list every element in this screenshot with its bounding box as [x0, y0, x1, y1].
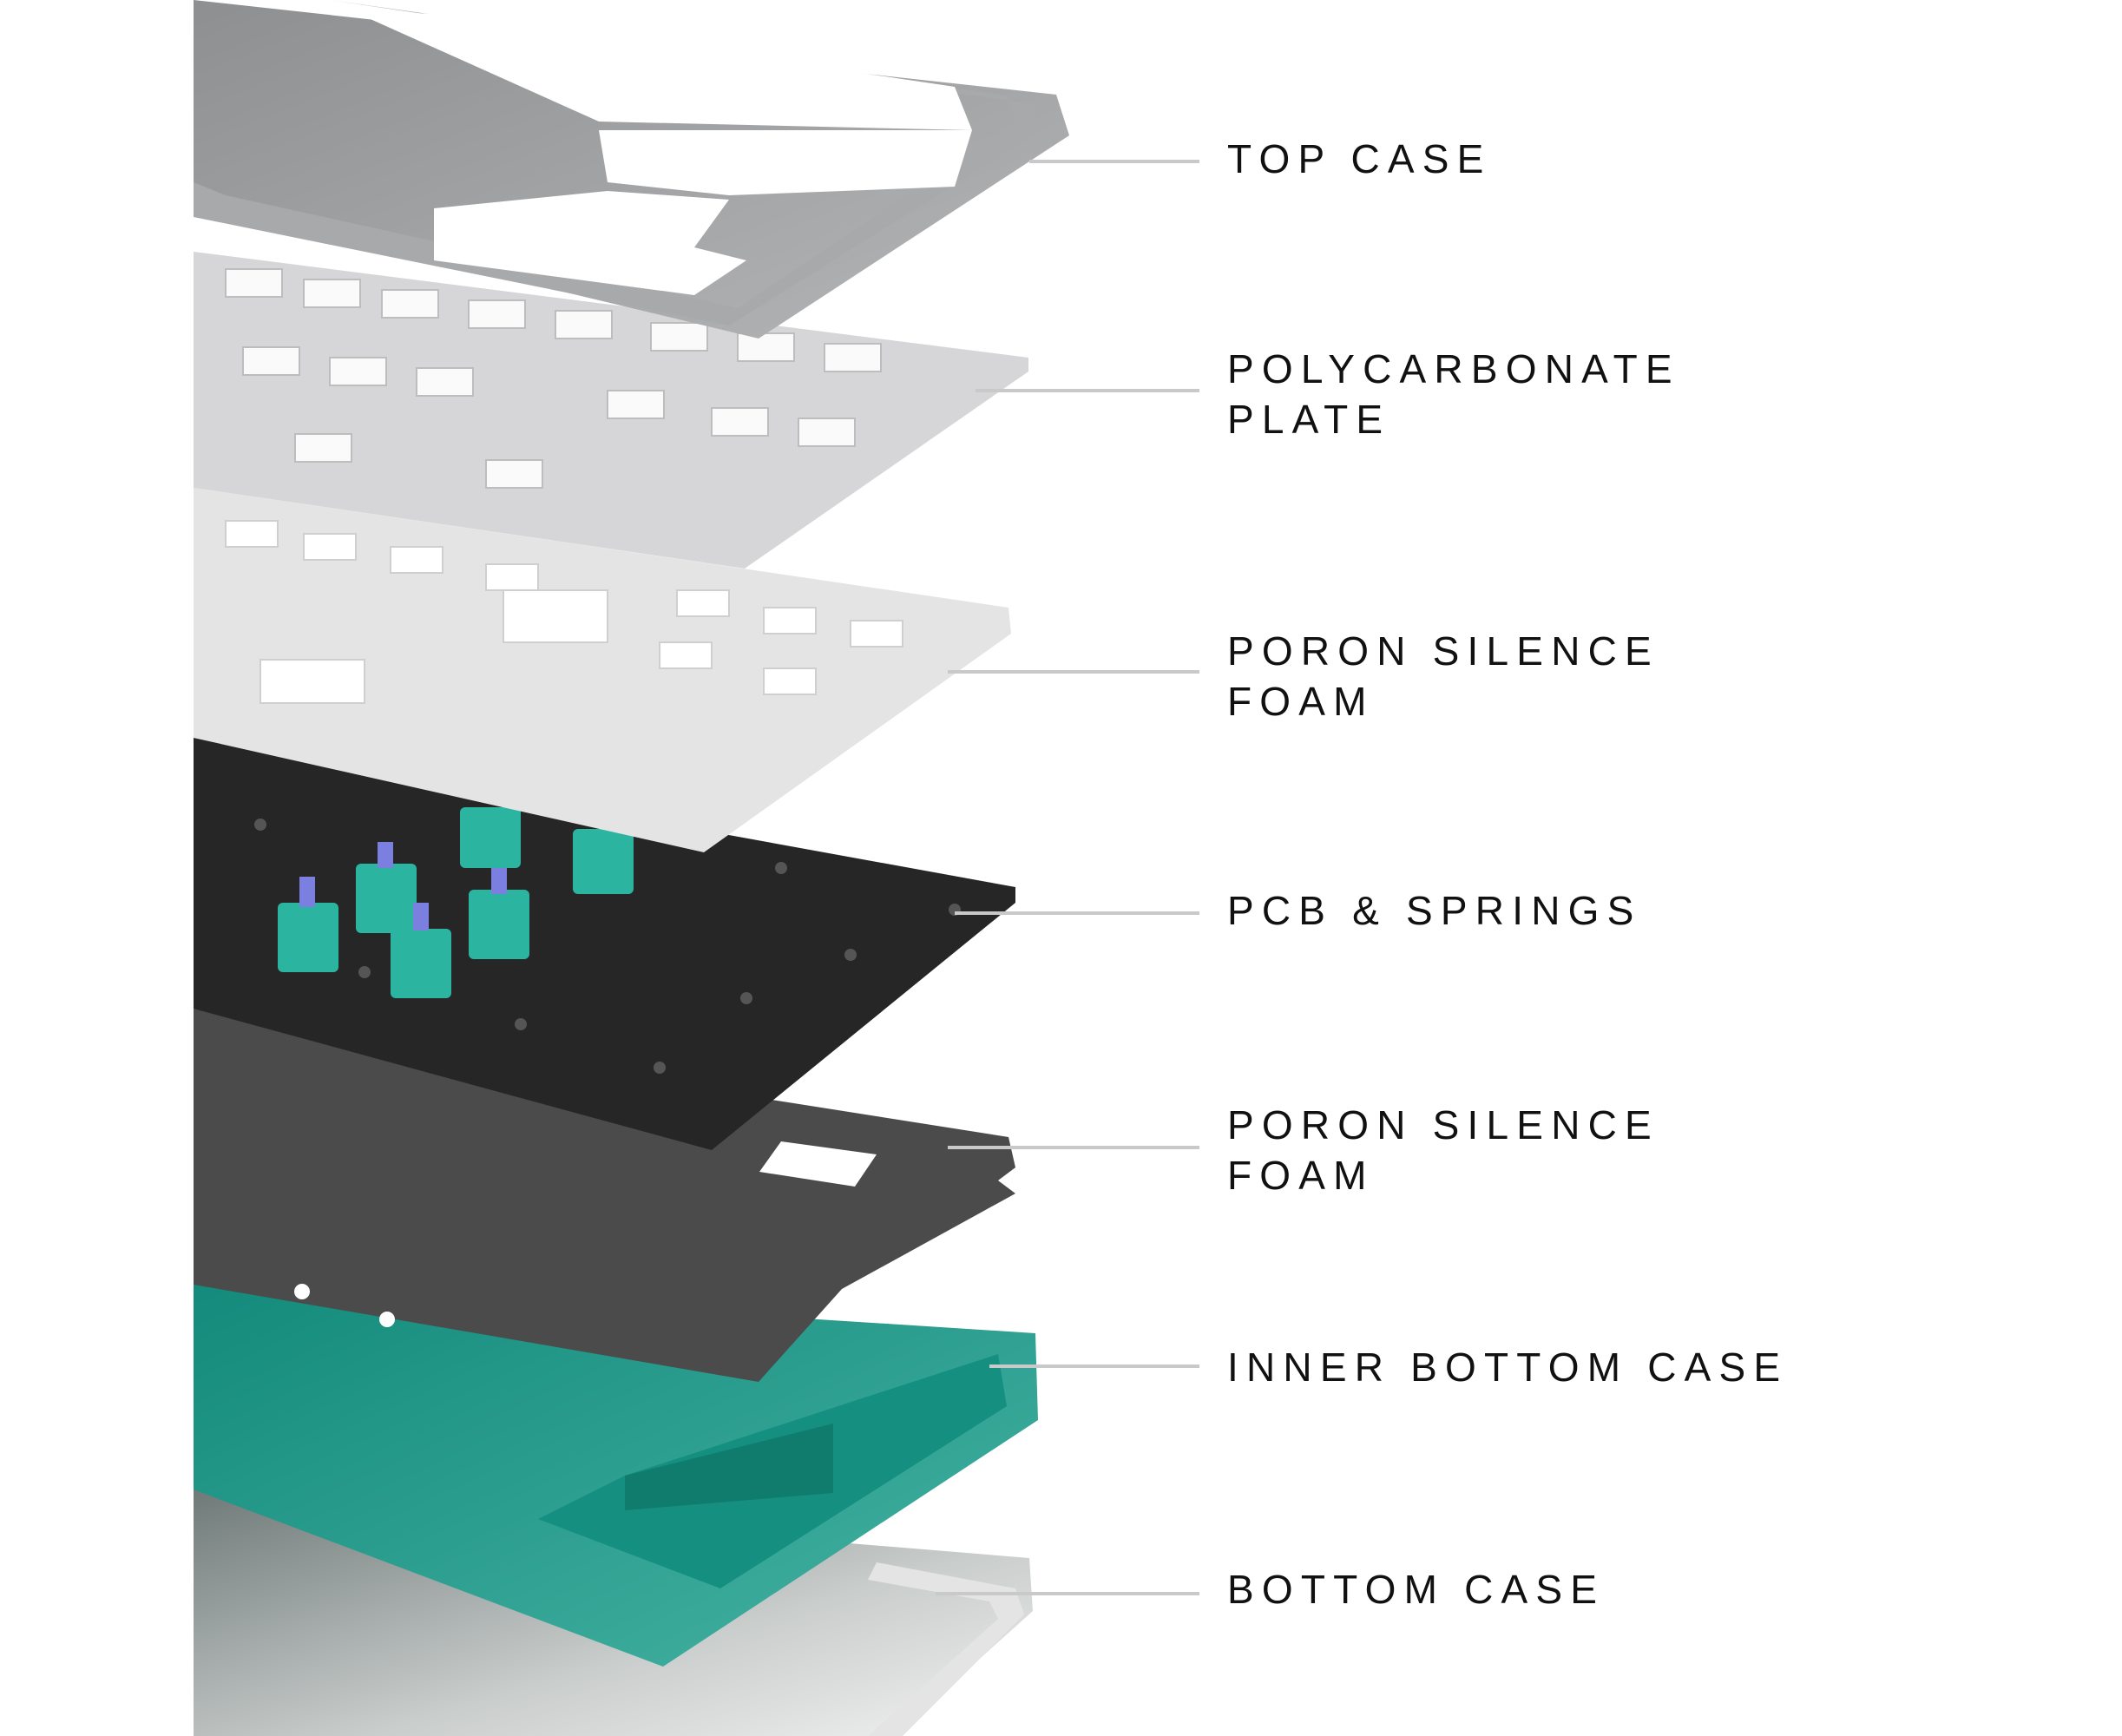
leader-line-poron-foam-lower: [948, 1146, 1199, 1149]
label-poron-foam-upper: PORON SILENCE FOAM: [1227, 626, 1659, 727]
label-line: POLYCARBONATE: [1227, 346, 1680, 391]
switches: [278, 807, 634, 998]
label-line: PCB & SPRINGS: [1227, 888, 1642, 933]
label-top-case: TOP CASE: [1227, 134, 1492, 184]
label-polycarbonate-plate: POLYCARBONATE PLATE: [1227, 344, 1680, 444]
leader-line-inner-bottom-case: [989, 1364, 1199, 1368]
layer-pcb: [194, 738, 1015, 1150]
layer-poron-foam-lower: [194, 1009, 1015, 1382]
label-line: FOAM: [1227, 1153, 1375, 1198]
label-inner-bottom-case: INNER BOTTOM CASE: [1227, 1342, 1788, 1392]
label-line: PORON SILENCE: [1227, 1102, 1659, 1147]
layer-inner-bottom-case: [194, 1279, 1038, 1667]
leader-line-poron-foam-upper: [948, 670, 1199, 674]
label-line: BOTTOM CASE: [1227, 1567, 1606, 1612]
layer-polycarbonate-plate: [194, 252, 1028, 569]
label-line: PORON SILENCE: [1227, 628, 1659, 674]
label-line: PLATE: [1227, 397, 1391, 442]
label-line: TOP CASE: [1227, 136, 1492, 181]
label-line: INNER BOTTOM CASE: [1227, 1345, 1789, 1390]
leader-line-polycarbonate-plate: [976, 389, 1199, 392]
layer-top-case: [194, 0, 1069, 339]
label-poron-foam-lower: PORON SILENCE FOAM: [1227, 1100, 1659, 1200]
leader-line-bottom-case: [936, 1592, 1199, 1595]
label-bottom-case: BOTTOM CASE: [1227, 1564, 1605, 1614]
leader-line-pcb-springs: [955, 911, 1199, 915]
label-line: FOAM: [1227, 679, 1375, 724]
label-pcb-springs: PCB & SPRINGS: [1227, 885, 1641, 936]
layer-poron-foam-upper: [194, 488, 1011, 852]
leader-line-top-case: [1029, 160, 1199, 163]
switch-stems: [299, 842, 507, 930]
